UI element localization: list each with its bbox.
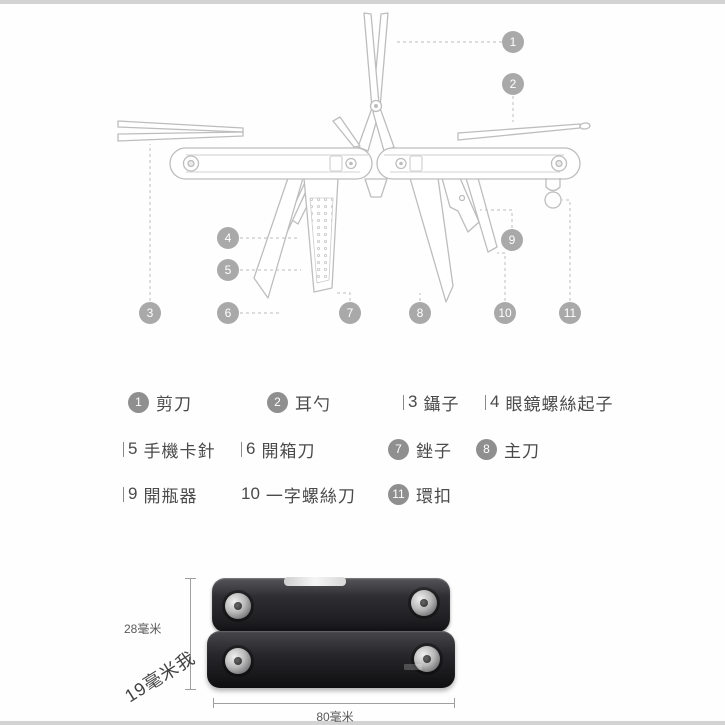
legend-number-badge: 11 — [388, 483, 409, 505]
legend-item-ring: 11 環扣 — [388, 483, 452, 506]
legend-tick — [123, 486, 124, 502]
top-edge-line — [0, 0, 725, 4]
legend-tick — [241, 441, 242, 457]
right-handle-drawing — [376, 147, 581, 180]
pivot-screw-top-right — [411, 590, 437, 616]
legend-label: 一字螺絲刀 — [265, 486, 356, 506]
ring-drawing — [544, 178, 562, 209]
file-tool-drawing — [303, 177, 339, 293]
diagram-callout-box-cutter: 6 — [217, 302, 239, 324]
width-dimension-label: 80毫米 — [316, 710, 354, 724]
legend-item-file: 7 銼子 — [388, 438, 452, 461]
legend-number-badge: 8 — [476, 438, 497, 460]
left-handle-drawing — [169, 147, 373, 180]
width-dimension-line — [213, 703, 455, 704]
legend-number-badge: 2 — [267, 391, 288, 413]
legend-label: 剪刀 — [156, 394, 192, 414]
legend-label: 開瓶器 — [143, 486, 198, 506]
bottom-edge-line — [0, 721, 725, 725]
pivot-screw-bottom-right — [414, 646, 440, 672]
legend-number: 4 — [490, 392, 500, 411]
diagram-callout-tweezers: 3 — [139, 302, 161, 324]
legend-label: 耳勺 — [295, 394, 331, 414]
width-dimension-tick-left — [213, 698, 214, 708]
diagram-callout-ear-pick: 2 — [502, 73, 524, 95]
diagram-callout-file: 7 — [339, 302, 361, 324]
diagram-callout-sim-pin: 5 — [217, 259, 239, 281]
legend-number: 9 — [128, 484, 138, 503]
center-lock-drawing — [364, 178, 388, 198]
multitool-exploded-diagram — [117, 12, 591, 314]
width-dimension-tick-right — [454, 698, 455, 708]
pivot-screw-bottom-left — [225, 648, 251, 674]
tweezers-drawing — [117, 120, 244, 142]
legend-label: 開箱刀 — [261, 441, 316, 461]
legend-item-box-cutter: 6 開箱刀 — [241, 438, 316, 461]
brand-mark — [404, 664, 422, 670]
legend-tick — [485, 394, 486, 410]
height-dimension-tick-top — [185, 578, 196, 579]
legend-number: 6 — [246, 439, 256, 458]
diagram-callout-ring: 11 — [559, 302, 581, 324]
legend-item-main-knife: 8 主刀 — [476, 438, 540, 461]
legend-label: 眼鏡螺絲起子 — [505, 394, 614, 414]
legend-item-scissors: 1 剪刀 — [128, 391, 192, 414]
thickness-watermark: 19毫米我 — [121, 647, 199, 707]
legend-number: 10 — [241, 484, 260, 503]
scissors-drawing — [332, 12, 395, 152]
legend-number: 3 — [408, 392, 418, 411]
legend-label: 銼子 — [416, 441, 452, 461]
diagram-callout-scissors: 1 — [502, 31, 524, 53]
height-dimension-tick-bottom — [185, 689, 196, 690]
legend-number-badge: 7 — [388, 438, 409, 460]
legend-number-badge: 1 — [128, 391, 149, 413]
legend-label: 鑷子 — [423, 394, 460, 414]
legend-tick — [123, 441, 124, 457]
diagram-callout-main-knife: 8 — [409, 302, 431, 324]
diagram-callout-eyeglass-screwdriver: 4 — [217, 227, 239, 249]
pivot-screw-top-left — [225, 593, 251, 619]
legend-number: 5 — [128, 439, 138, 458]
legend-item-flathead-screwdriver: 10 一字螺絲刀 — [241, 483, 356, 506]
height-dimension-line — [190, 578, 191, 690]
height-dimension-label: 28毫米 — [124, 622, 162, 636]
legend-item-bottle-opener: 9 開瓶器 — [123, 483, 198, 506]
ear-pick-drawing — [457, 122, 591, 141]
folded-tool-top-half — [212, 578, 450, 632]
legend-label: 手機卡針 — [143, 441, 216, 461]
legend-item-tweezers: 3 鑷子 — [403, 391, 460, 414]
leader-lines — [149, 41, 571, 314]
legend-label: 主刀 — [504, 441, 540, 461]
legend-tick — [403, 394, 404, 410]
diagram-callout-flathead-screwdriver: 10 — [494, 302, 516, 324]
tool-highlight — [284, 577, 346, 586]
diagram-callout-bottle-opener: 9 — [501, 229, 523, 251]
legend-item-sim-pin: 5 手機卡針 — [123, 438, 216, 461]
legend-item-ear-pick: 2 耳勺 — [267, 391, 331, 414]
legend-label: 環扣 — [416, 486, 452, 506]
legend-item-eyeglass-screwdriver: 4 眼鏡螺絲起子 — [485, 391, 614, 414]
